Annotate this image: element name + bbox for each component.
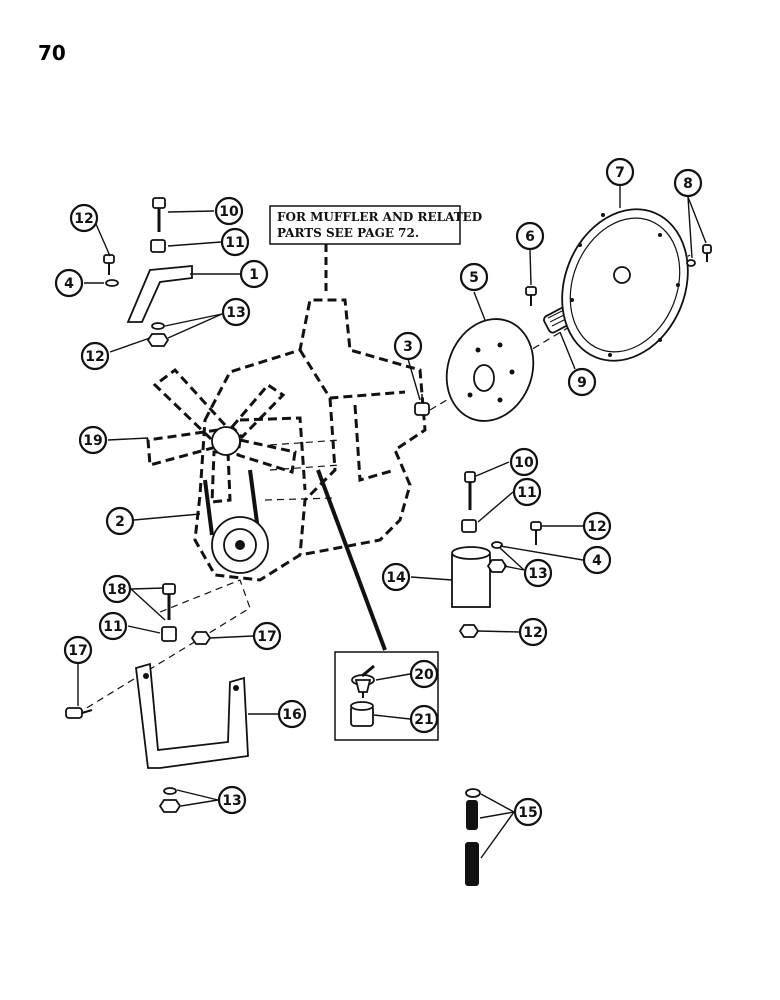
svg-text:7: 7: [615, 165, 625, 181]
muffler-note-line2: PARTS SEE PAGE 72.: [277, 226, 419, 240]
callout-17-right: 17: [252, 621, 282, 651]
callout-13-right: 13: [523, 558, 553, 588]
callout-5: 5: [459, 262, 489, 292]
svg-text:3: 3: [403, 339, 413, 355]
svg-text:12: 12: [85, 349, 104, 365]
flywheel: [445, 318, 535, 422]
callout-8: 8: [673, 168, 703, 198]
svg-text:11: 11: [103, 619, 122, 635]
callout-14: 14: [381, 562, 411, 592]
callout-19: 19: [78, 425, 108, 455]
callout-13-top: 13: [221, 297, 251, 327]
svg-text:13: 13: [222, 793, 241, 809]
front-support: [65, 583, 249, 813]
callout-13-bottom: 13: [217, 785, 247, 815]
svg-text:17: 17: [68, 643, 87, 659]
plug: [414, 394, 430, 416]
svg-text:1: 1: [249, 267, 259, 283]
rear-mount-block: [451, 471, 542, 638]
callout-12-left: 12: [80, 341, 110, 371]
callout-4-top: 4: [54, 268, 84, 298]
muffler-note: FOR MUFFLER AND RELATED PARTS SEE PAGE 7…: [269, 205, 482, 295]
front-mount-bracket: [103, 197, 193, 347]
svg-text:5: 5: [469, 270, 479, 286]
svg-text:9: 9: [577, 375, 587, 391]
callout-1: 1: [239, 259, 269, 289]
svg-text:6: 6: [525, 229, 535, 245]
callout-11-right: 11: [512, 477, 542, 507]
callout-2: 2: [105, 506, 135, 536]
svg-text:16: 16: [282, 707, 301, 723]
callout-7: 7: [605, 157, 635, 187]
svg-text:12: 12: [523, 625, 542, 641]
svg-text:8: 8: [683, 176, 693, 192]
svg-text:4: 4: [592, 553, 602, 569]
callout-10-right: 10: [509, 447, 539, 477]
muffler-note-line1: FOR MUFFLER AND RELATED: [277, 210, 482, 224]
callout-4-right: 4: [582, 545, 612, 575]
svg-text:20: 20: [414, 667, 434, 683]
callout-12-top: 12: [69, 203, 99, 233]
svg-text:19: 19: [83, 433, 102, 449]
svg-text:13: 13: [528, 566, 547, 582]
callout-21: 21: [409, 704, 439, 734]
svg-text:18: 18: [107, 582, 126, 598]
callout-3: 3: [393, 331, 423, 361]
fan-blade: [146, 367, 297, 504]
callout-11-left: 11: [98, 611, 128, 641]
callout-11-top: 11: [220, 227, 250, 257]
callout-9: 9: [567, 367, 597, 397]
callout-12-right-lower: 12: [518, 617, 548, 647]
callout-17-left: 17: [63, 635, 93, 665]
svg-text:12: 12: [587, 519, 606, 535]
page-number: 70: [38, 41, 66, 65]
svg-text:15: 15: [518, 805, 537, 821]
fan-belt: [203, 479, 214, 536]
callout-10-top: 10: [214, 196, 244, 226]
callout-18: 18: [102, 574, 132, 604]
alternator: [211, 516, 269, 574]
svg-text:4: 4: [64, 276, 74, 292]
housing-bolt-washer: [686, 244, 712, 267]
callout-16: 16: [277, 699, 307, 729]
svg-text:10: 10: [219, 204, 239, 220]
flywheel-housing: [561, 208, 689, 362]
svg-text:21: 21: [414, 712, 433, 728]
dowel-pins: [465, 788, 481, 886]
svg-text:17: 17: [257, 629, 276, 645]
callout-20: 20: [409, 659, 439, 689]
svg-text:14: 14: [386, 570, 406, 586]
svg-text:13: 13: [226, 305, 245, 321]
svg-text:12: 12: [74, 211, 93, 227]
svg-text:11: 11: [225, 235, 244, 251]
callout-6: 6: [515, 221, 545, 251]
callout-12-right-upper: 12: [582, 511, 612, 541]
svg-text:2: 2: [115, 514, 125, 530]
svg-text:11: 11: [517, 485, 536, 501]
callout-15: 15: [513, 797, 543, 827]
svg-text:10: 10: [514, 455, 534, 471]
flywheel-bolt: [525, 286, 537, 306]
